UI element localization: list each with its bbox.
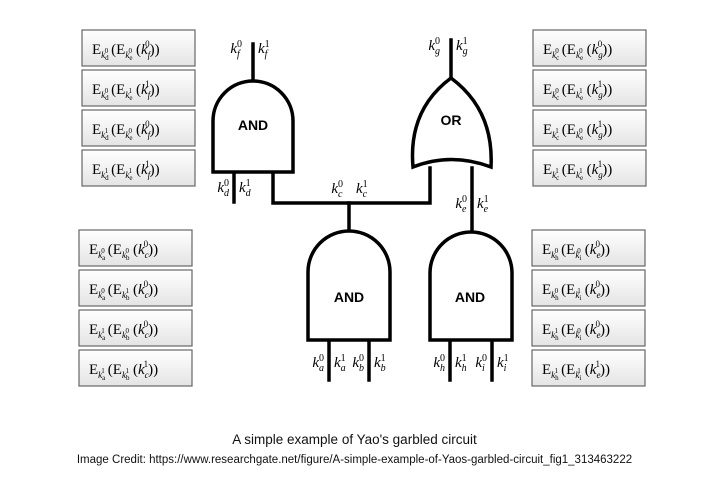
and-bottom-left-label: AND (334, 289, 364, 305)
and-top-label: AND (238, 117, 268, 133)
table-cell (531, 269, 646, 307)
table-entry: Ekc1(Eke1(kg1)) (543, 159, 612, 182)
table-cell (532, 109, 647, 147)
wire-c-branch (347, 166, 432, 205)
table-entry: Ekc0(Eke1(kg1)) (543, 79, 612, 102)
svg-text:k0g: k0g (428, 36, 440, 57)
svg-text:k1a: k1a (334, 353, 346, 374)
table-top-right: Ekc0(Eke0(kg0)) Ekc0(Eke1(kg1)) Ekc1(Eke0(… (532, 29, 647, 187)
table-bottom-left: Eka0(Ekb0(kc0)) Eka0(Ekb1(kc0)) Eka1(Ekb0(… (78, 229, 193, 387)
table-cell (78, 269, 193, 307)
svg-text:k0e: k0e (455, 194, 467, 215)
svg-text:k1d: k1d (239, 178, 252, 199)
table-entry: Ekc1(Eke0(kg1)) (543, 119, 612, 142)
table-bottom-right: Ekh0(Eki0(ke0)) Ekh0(Eki1(ke0)) Ekh1(Eki0(… (531, 229, 646, 387)
and-gate-top (211, 79, 295, 174)
svg-text:k0d: k0d (217, 178, 230, 199)
wires (232, 38, 494, 382)
svg-text:k1g: k1g (456, 36, 468, 57)
figure-caption: A simple example of Yao's garbled circui… (232, 432, 477, 447)
svg-text:k1h: k1h (455, 353, 467, 374)
table-cell (531, 349, 646, 387)
table-cell (78, 309, 193, 347)
svg-text:k0f: k0f (230, 39, 242, 60)
table-cell (81, 29, 196, 67)
svg-text:k0c: k0c (331, 179, 343, 200)
svg-text:k1c: k1c (356, 179, 368, 200)
table-cell (531, 309, 646, 347)
and-bottom-right-label: AND (455, 289, 485, 305)
table-entry: Ekd1(Eke1(kf1)) (92, 159, 160, 182)
and-gate-bottom-left (306, 229, 392, 342)
table-entry: Ekh1(Eki0(ke0)) (542, 319, 610, 342)
table-cell (532, 29, 647, 67)
table-entry: Ekd0(Eke0(kf0)) (92, 39, 160, 62)
svg-text:k1e: k1e (477, 194, 489, 215)
table-cell (531, 229, 646, 267)
table-entry: Eka0(Ekb1(kc0)) (89, 279, 158, 302)
table-entry: Ekh0(Eki1(ke0)) (542, 279, 610, 302)
gates (211, 75, 514, 342)
svg-text:k0h: k0h (433, 353, 445, 374)
table-cell (81, 109, 196, 147)
table-top-left: Ekd0(Eke0(kf0)) Ekd0(Eke1(kf1)) Ekd1(Eke0(… (81, 29, 196, 187)
table-cell (81, 149, 196, 187)
table-entry: Eka0(Ekb0(kc0)) (89, 239, 158, 262)
table-cell (532, 69, 647, 107)
svg-text:k0b: k0b (352, 353, 364, 374)
table-cell (81, 69, 196, 107)
svg-text:k1f: k1f (258, 39, 270, 60)
or-top-label: OR (441, 112, 462, 128)
table-entry: Ekh0(Eki0(ke0)) (542, 239, 610, 262)
image-credit: Image Credit: https://www.researchgate.n… (76, 454, 633, 466)
table-cell (78, 229, 193, 267)
or-gate-top (410, 75, 493, 170)
svg-text:k0i: k0i (475, 353, 487, 374)
table-entry: Eka1(Ekb1(kc1)) (89, 359, 158, 382)
wire-c (271, 171, 351, 232)
table-cell (78, 349, 193, 387)
table-entry: Eka1(Ekb0(kc0)) (89, 319, 158, 342)
svg-text:k0a: k0a (312, 353, 324, 374)
and-gate-bottom-right (428, 230, 514, 342)
svg-text:k1i: k1i (497, 353, 509, 374)
table-entry: Ekd1(Eke0(kf0)) (92, 119, 160, 142)
table-entry: Ekc0(Eke0(kg0)) (543, 39, 612, 62)
garbled-tables: Ekd0(Eke0(kf0)) Ekd0(Eke1(kf1)) Ekd1(Eke0(… (78, 29, 647, 387)
table-cell (532, 149, 647, 187)
table-entry: Ekh1(Eki1(ke1)) (542, 359, 610, 382)
table-entry: Ekd0(Eke1(kf1)) (92, 79, 160, 102)
svg-text:k1b: k1b (374, 353, 386, 374)
